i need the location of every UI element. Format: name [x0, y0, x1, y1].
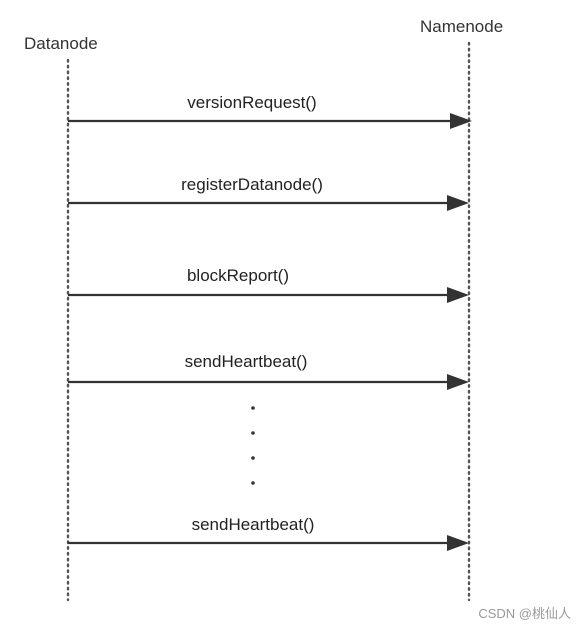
message-5-label: sendHeartbeat(): [192, 515, 315, 534]
ellipsis-dot: [251, 406, 255, 410]
message-3: blockReport(): [68, 266, 469, 303]
message-2-arrowhead: [447, 195, 469, 211]
watermark: CSDN @桃仙人: [478, 606, 571, 621]
message-2: registerDatanode(): [68, 175, 469, 211]
message-5-arrowhead: [447, 535, 469, 551]
message-4-arrowhead: [447, 374, 469, 390]
datanode-label: Datanode: [24, 34, 98, 53]
namenode-label: Namenode: [420, 17, 503, 36]
ellipsis-dot: [251, 456, 255, 460]
message-1: versionRequest(): [68, 93, 472, 129]
message-1-label: versionRequest(): [187, 93, 316, 112]
ellipsis: [251, 406, 255, 485]
ellipsis-dot: [251, 431, 255, 435]
message-4: sendHeartbeat(): [68, 352, 469, 390]
message-5: sendHeartbeat(): [68, 515, 469, 551]
message-2-label: registerDatanode(): [181, 175, 323, 194]
ellipsis-dot: [251, 481, 255, 485]
message-3-arrowhead: [447, 287, 469, 303]
message-1-arrowhead: [450, 113, 472, 129]
message-3-label: blockReport(): [187, 266, 289, 285]
message-4-label: sendHeartbeat(): [185, 352, 308, 371]
